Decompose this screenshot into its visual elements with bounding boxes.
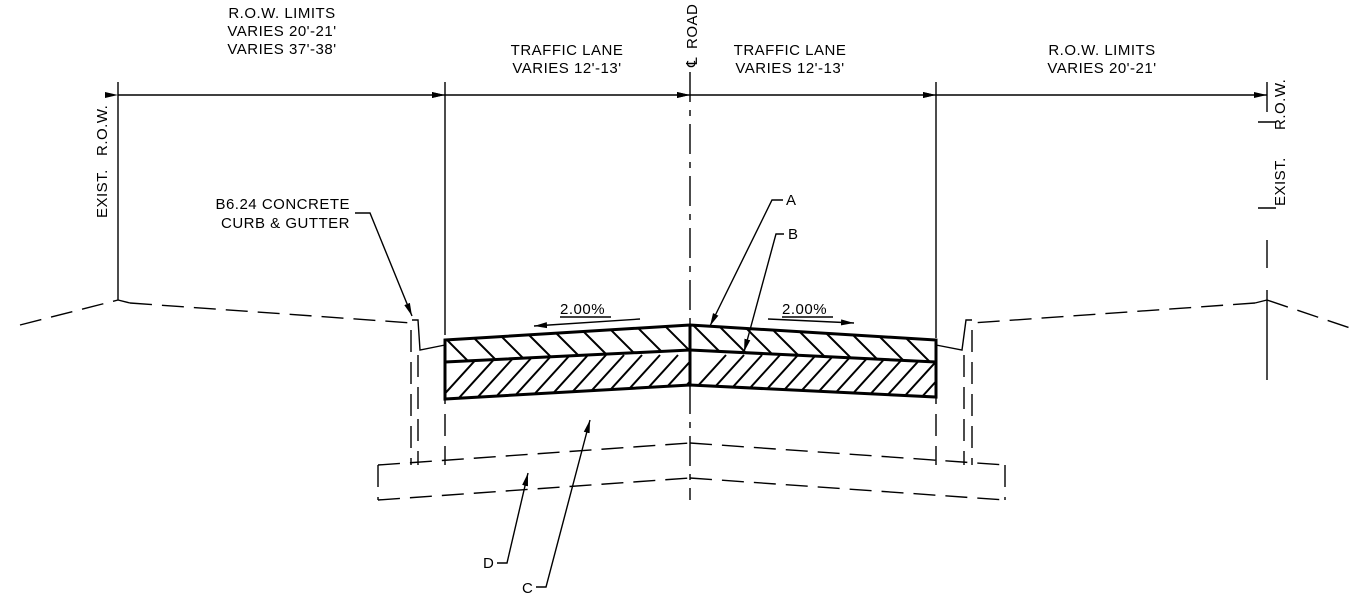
pavement-section — [443, 323, 938, 401]
exist-row-right-b: R.O.W. — [1272, 79, 1289, 130]
callout-a: A — [786, 192, 797, 209]
extension-lines — [117, 82, 1276, 380]
callout-c: C — [522, 580, 533, 597]
slope-left-label: 2.00% — [560, 301, 605, 318]
row-right-width: VARIES 20'-21' — [1047, 60, 1156, 77]
lane-right-title: TRAFFIC LANE — [734, 42, 847, 59]
curb-label-line1: B6.24 CONCRETE — [215, 196, 350, 213]
base-layer-hatch-right — [690, 354, 936, 397]
subbase-lines — [377, 442, 1006, 501]
surface-layer-hatch-left — [445, 325, 690, 362]
row-left-width-2: VARIES 37'-38' — [227, 41, 336, 58]
curb-gutter-left — [410, 319, 446, 465]
callout-d: D — [483, 555, 494, 572]
centerline-road-label: ROAD — [684, 4, 701, 49]
slope-arrow-left — [533, 318, 641, 329]
callout-b: B — [788, 226, 799, 243]
callout-leaders — [355, 199, 784, 588]
curb-label-line2: CURB & GUTTER — [221, 215, 350, 232]
row-left-width-1: VARIES 20'-21' — [227, 23, 336, 40]
exist-row-right-a: EXIST. — [1272, 157, 1289, 206]
curb-gutter-right — [935, 319, 973, 465]
lane-left-title: TRAFFIC LANE — [511, 42, 624, 59]
row-left-title: R.O.W. LIMITS — [228, 5, 335, 22]
row-right-title: R.O.W. LIMITS — [1048, 42, 1155, 59]
slope-arrow-right — [767, 318, 855, 326]
existing-ground — [19, 299, 1356, 331]
exist-row-left-a: EXIST. — [94, 169, 111, 218]
exist-row-left-b: R.O.W. — [94, 105, 111, 156]
centerline-symbol: ℄ — [684, 57, 701, 68]
surface-layer-hatch-right — [690, 325, 936, 362]
lane-left-width: VARIES 12'-13' — [512, 60, 621, 77]
lane-right-width: VARIES 12'-13' — [735, 60, 844, 77]
base-layer-hatch-left — [445, 354, 690, 399]
slope-right-label: 2.00% — [782, 301, 827, 318]
